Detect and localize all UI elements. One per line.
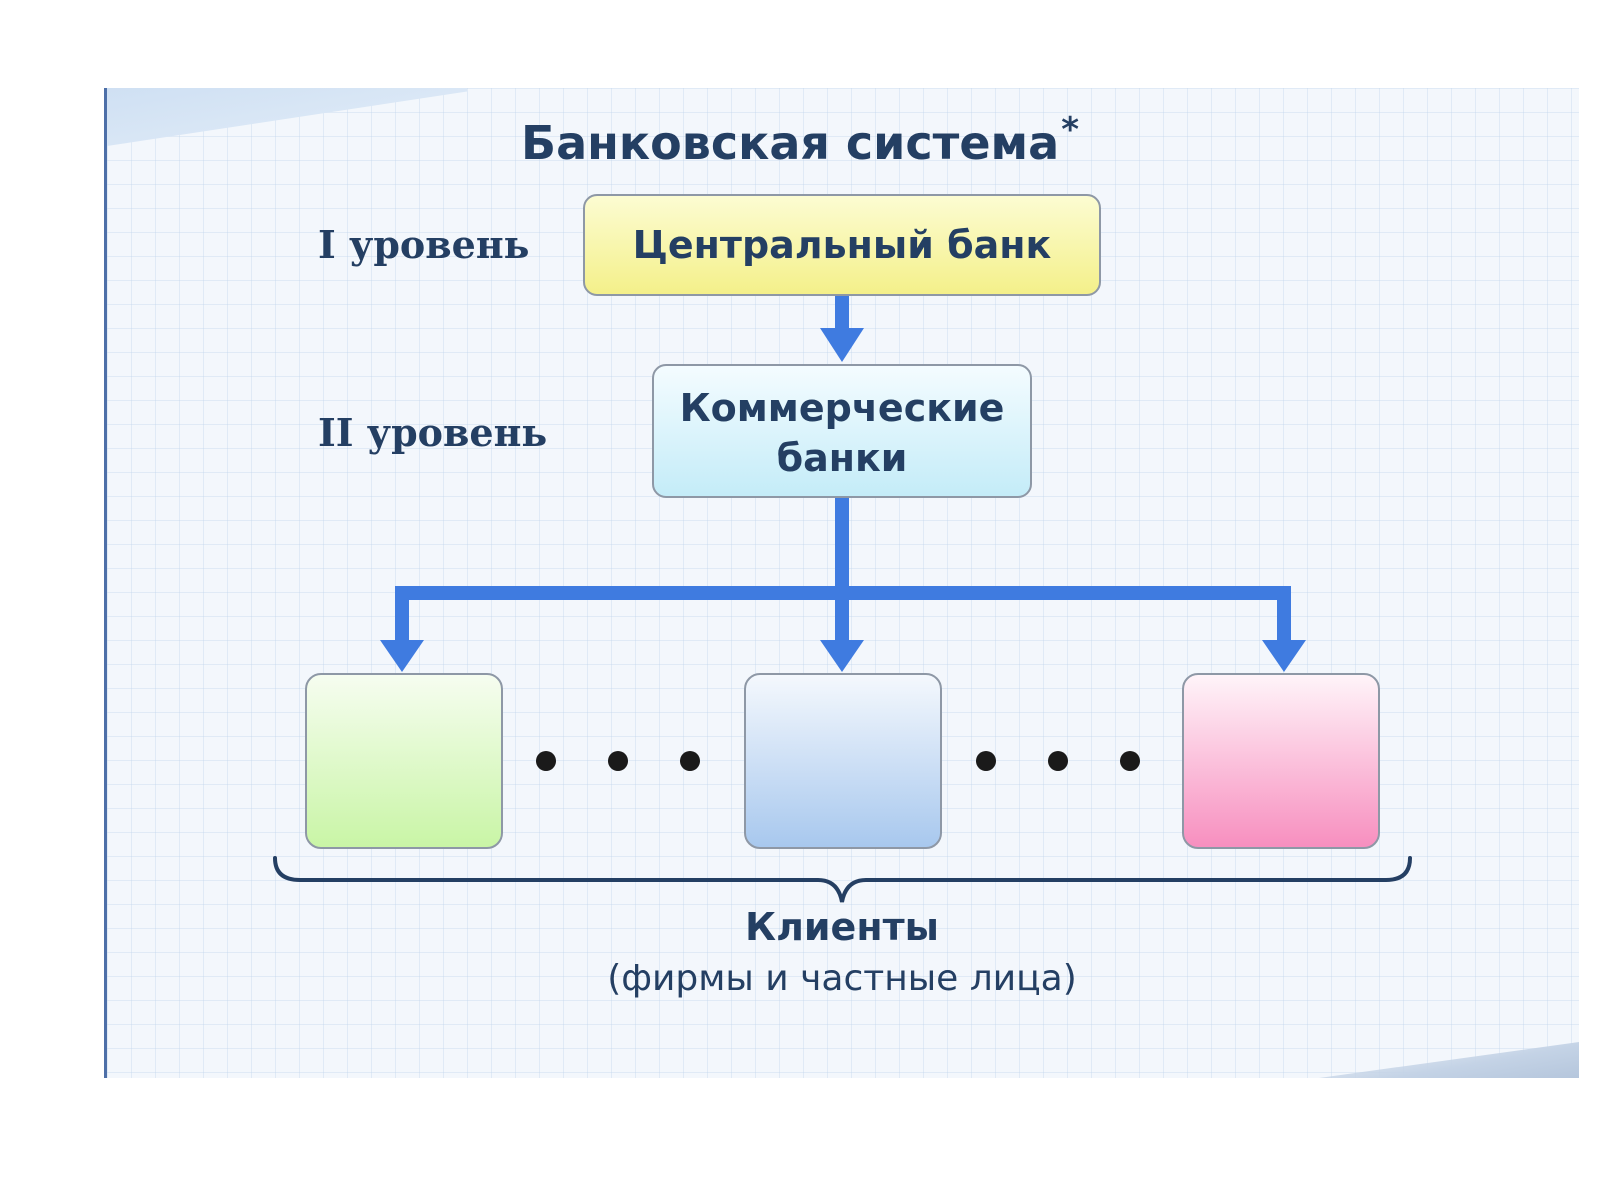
clients-brace (273, 856, 1412, 903)
ellipsis-dot (680, 751, 700, 771)
central-bank-box: Центральный банк (583, 194, 1101, 296)
ellipsis-dot (976, 751, 996, 771)
ellipsis-dot (536, 751, 556, 771)
clients-label: Клиенты (745, 905, 939, 949)
arrow-central-to-commercial-shaft (835, 296, 849, 328)
client-box-blue (744, 673, 942, 849)
commercial-banks-label-line1: Коммерческие (679, 386, 1005, 430)
arrow-right-branch-head (1262, 640, 1306, 672)
ellipsis-dot (1120, 751, 1140, 771)
ellipsis-dot (608, 751, 628, 771)
central-bank-label: Центральный банк (632, 223, 1052, 267)
arrow-left-branch-shaft (395, 586, 409, 642)
arrow-middle-branch-head (820, 640, 864, 672)
level-2-label: II уровень (318, 410, 548, 455)
ellipsis-dot (1048, 751, 1068, 771)
commercial-banks-label: Коммерческие банки (680, 383, 1005, 483)
connector-trunk (835, 498, 849, 640)
client-box-green (305, 673, 503, 849)
commercial-banks-box: Коммерческие банки (652, 364, 1032, 498)
title-text: Банковская система (521, 116, 1060, 170)
title-asterisk: * (1061, 110, 1079, 150)
connector-bus (395, 586, 1291, 600)
arrow-central-to-commercial-head (820, 328, 864, 362)
diagram-title: Банковская система* (0, 110, 1600, 170)
arrow-right-branch-shaft (1277, 586, 1291, 642)
client-box-pink (1182, 673, 1380, 849)
arrow-left-branch-head (380, 640, 424, 672)
commercial-banks-label-line2: банки (776, 436, 908, 480)
clients-sublabel: (фирмы и частные лица) (607, 958, 1077, 999)
level-1-label: I уровень (318, 222, 530, 267)
